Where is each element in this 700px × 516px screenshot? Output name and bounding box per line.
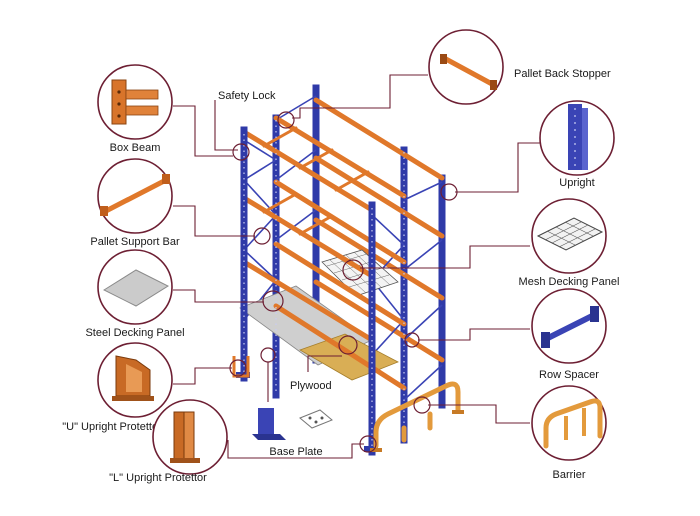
label-steel-decking-panel: Steel Decking Panel bbox=[85, 327, 184, 339]
leader-lines bbox=[173, 74, 540, 459]
label-barrier: Barrier bbox=[552, 469, 585, 481]
pallet-back-stopper-icon bbox=[440, 54, 497, 90]
callout-u-upright-protector: "U" Upright Protettor bbox=[62, 342, 173, 433]
label-row-spacer: Row Spacer bbox=[539, 369, 599, 381]
label-upright: Upright bbox=[559, 177, 594, 189]
callout-upright: Upright bbox=[539, 100, 615, 189]
callout-pallet-back-stopper: Pallet Back Stopper bbox=[428, 29, 611, 105]
label-u-upright-protector: "U" Upright Protettor bbox=[62, 421, 162, 433]
rack-barrier bbox=[370, 381, 464, 452]
u-upright-protector-icon bbox=[112, 355, 154, 401]
callout-l-upright-protector: "L" Upright Protettor bbox=[109, 399, 228, 484]
base-plate-icon bbox=[252, 408, 333, 440]
upright-icon bbox=[568, 104, 588, 170]
label-base-plate: Base Plate bbox=[269, 446, 322, 458]
rack-mesh-deck bbox=[321, 249, 399, 297]
pallet-support-bar-icon bbox=[100, 174, 170, 216]
callout-barrier: Barrier bbox=[531, 385, 607, 481]
mesh-decking-panel-icon bbox=[536, 217, 604, 251]
callout-row-spacer: Row Spacer bbox=[531, 288, 607, 381]
row-spacer-icon bbox=[541, 306, 599, 348]
label-plywood: Plywood bbox=[290, 380, 332, 392]
label-pallet-back-stopper: Pallet Back Stopper bbox=[514, 68, 611, 80]
label-l-upright-protector: "L" Upright Protettor bbox=[109, 472, 207, 484]
callout-steel-decking-panel: Steel Decking Panel bbox=[85, 249, 185, 339]
rack-pallet-support-bars bbox=[262, 126, 370, 236]
label-pallet-support-bar: Pallet Support Bar bbox=[90, 236, 180, 248]
box-beam-icon bbox=[111, 79, 159, 125]
l-upright-protector-icon bbox=[170, 411, 200, 463]
barrier-icon bbox=[543, 398, 603, 449]
label-safety-lock: Safety Lock bbox=[218, 90, 276, 102]
steel-decking-panel-icon bbox=[102, 269, 170, 307]
callout-mesh-decking-panel: Mesh Decking Panel bbox=[519, 198, 620, 288]
rack-back-beams bbox=[313, 97, 445, 363]
rack-structure bbox=[232, 84, 464, 456]
callout-box-beam: Box Beam bbox=[97, 64, 173, 154]
callout-pallet-support-bar: Pallet Support Bar bbox=[90, 158, 180, 248]
callout-base-plate: Base Plate bbox=[252, 408, 333, 458]
label-box-beam: Box Beam bbox=[110, 142, 161, 154]
label-mesh-decking-panel: Mesh Decking Panel bbox=[519, 276, 620, 288]
